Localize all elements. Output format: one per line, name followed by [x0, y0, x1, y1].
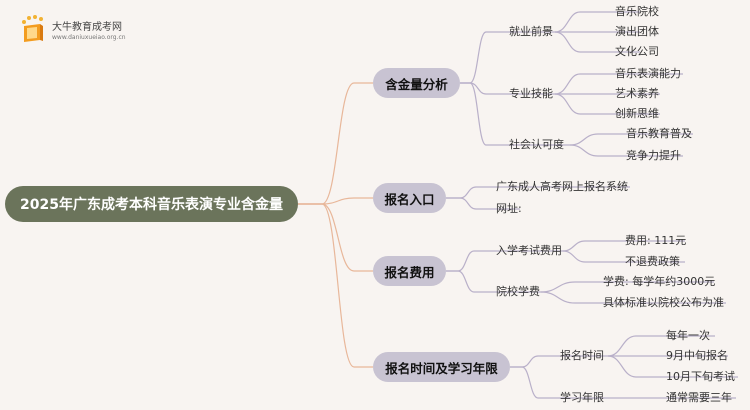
connector-branch3-sub1-leaf1	[562, 240, 685, 252]
connector-branch4-sub2	[510, 366, 608, 399]
connector-branch1-sub1	[460, 31, 555, 84]
leaf-no-refund: 不退费政策	[625, 255, 680, 268]
connector-sub1-leaf1	[554, 11, 640, 33]
sub-professional-skills: 专业技能	[509, 87, 553, 100]
connector-branch4-sub1-leaf1	[607, 335, 715, 357]
sub-social-recognition: 社会认可度	[509, 138, 564, 151]
branch-schedule-and-duration: 报名时间及学习年限	[373, 352, 510, 382]
connector-sub3-leaf2	[569, 144, 683, 157]
leaf-tuition-standard: 具体标准以院校公布为准	[603, 296, 724, 309]
sub-study-duration: 学习年限	[560, 391, 604, 404]
leaf-innovative-thinking: 创新思维	[615, 107, 659, 120]
connector-branch4-sub1-leaf3	[607, 355, 738, 378]
leaf-artistic-literacy: 艺术素养	[615, 87, 659, 100]
connector-root-to-branch-2	[298, 197, 373, 205]
sub-registration-time: 报名时间	[560, 349, 604, 362]
connector-branch3-sub2	[446, 270, 541, 293]
logo-name: 大牛教育成考网	[52, 22, 122, 33]
leaf-performance-ability: 音乐表演能力	[615, 67, 681, 80]
site-logo: 大牛教育成考网 www.daniuxueiao.org.cn	[18, 14, 158, 48]
connector-sub2-leaf3	[554, 93, 660, 115]
leaf-fee-amount: 费用: 111元	[625, 234, 687, 247]
connector-sub1-leaf3	[554, 31, 640, 53]
leaf-cultural-companies: 文化公司	[615, 45, 659, 58]
sub-tuition: 院校学费	[496, 285, 540, 298]
connector-branch3-sub2-leaf1	[540, 281, 714, 293]
sub-employment-prospects: 就业前景	[509, 25, 553, 38]
leaf-mid-september: 9月中旬报名	[666, 349, 728, 362]
connector-sub3-leaf1	[569, 133, 693, 146]
leaf-tuition-amount: 学费: 每学年约3000元	[603, 275, 716, 288]
leaf-competitiveness: 竞争力提升	[626, 149, 681, 162]
branch-registration-portal: 报名入口	[373, 183, 446, 213]
leaf-online-registration-system: 广东成人高考网上报名系统	[496, 180, 628, 193]
branch-registration-fees: 报名费用	[373, 256, 446, 286]
book-icon	[22, 15, 43, 42]
connector-root-to-branch-1	[298, 82, 373, 205]
sub-exam-fee: 入学考试费用	[496, 244, 562, 257]
branch-value-analysis: 含金量分析	[373, 68, 460, 98]
leaf-late-october: 10月下旬考试	[666, 370, 735, 383]
connector-sub2-leaf1	[554, 73, 683, 95]
connector-branch3-sub2-leaf2	[540, 291, 726, 304]
leaf-music-schools: 音乐院校	[615, 5, 659, 18]
connector-branch1-sub3	[460, 82, 570, 146]
leaf-website: 网址:	[496, 202, 522, 215]
leaf-once-a-year: 每年一次	[666, 329, 710, 342]
connector-root-to-branch-4	[298, 203, 373, 368]
leaf-music-education: 音乐教育普及	[626, 127, 692, 140]
leaf-performance-troupes: 演出团体	[615, 25, 659, 38]
connector-branch3-sub1-leaf2	[562, 250, 685, 263]
root-topic: 2025年广东成考本科音乐表演专业含金量	[5, 186, 298, 222]
connector-branch2-leaf2	[446, 197, 520, 210]
leaf-three-years: 通常需要三年	[666, 391, 732, 404]
logo-url: www.daniuxueiao.org.cn	[52, 34, 126, 41]
